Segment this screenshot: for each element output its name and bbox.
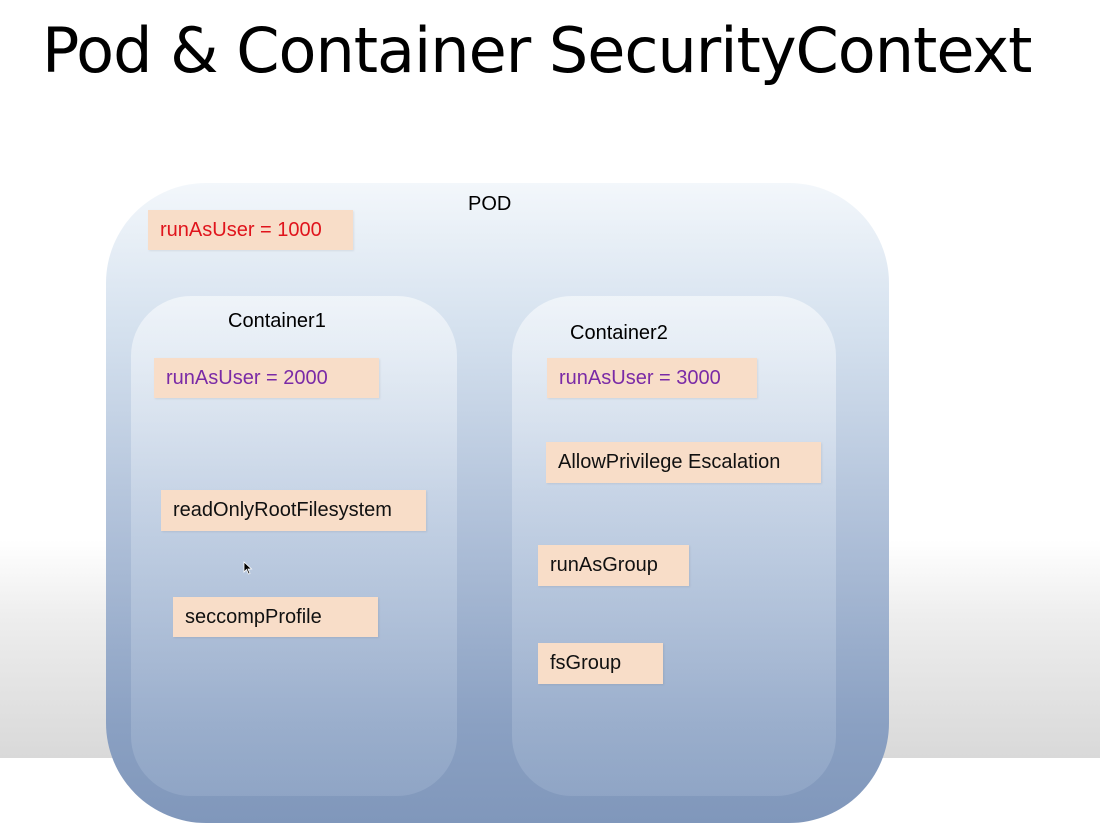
container2-fs-group-box: fsGroup xyxy=(538,643,663,684)
container1-run-as-user-box: runAsUser = 2000 xyxy=(154,358,379,398)
container1-seccomp-profile-box: seccompProfile xyxy=(173,597,378,637)
container2-allow-privilege-escalation-box: AllowPrivilege Escalation xyxy=(546,442,821,483)
container2-run-as-group-box: runAsGroup xyxy=(538,545,689,586)
mouse-cursor-icon xyxy=(243,561,253,575)
slide-title: Pod & Container SecurityContext xyxy=(42,14,1032,87)
container1-label: Container1 xyxy=(228,310,326,332)
container2-label: Container2 xyxy=(570,322,668,344)
container2-run-as-user-box: runAsUser = 3000 xyxy=(547,358,757,398)
container1-read-only-root-fs-box: readOnlyRootFilesystem xyxy=(161,490,426,531)
pod-label: POD xyxy=(468,193,512,215)
pod-run-as-user-box: runAsUser = 1000 xyxy=(148,210,353,250)
